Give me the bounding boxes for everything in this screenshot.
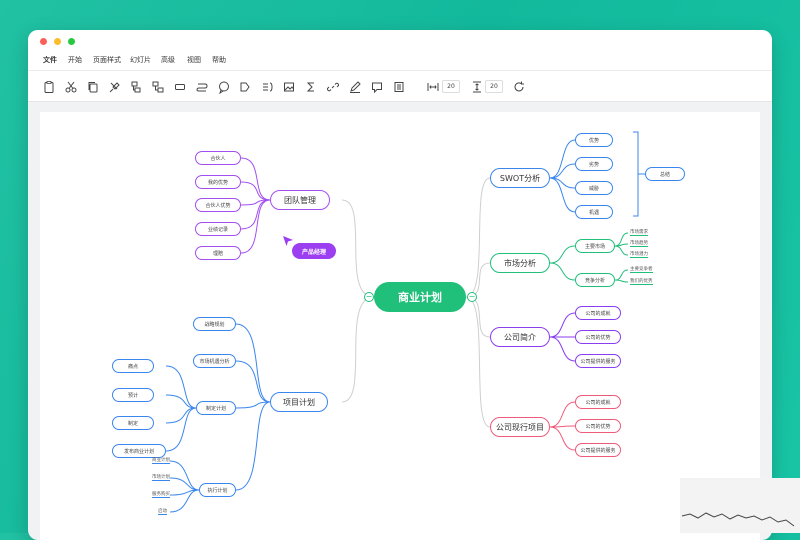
branch-project-plan[interactable]: 项目计划 xyxy=(270,392,328,412)
collapse-right-button[interactable]: − xyxy=(467,292,477,302)
image-icon[interactable] xyxy=(282,79,296,93)
clipboard-icon[interactable] xyxy=(42,79,56,93)
project-item-make-plan[interactable]: 制定计划 xyxy=(196,401,236,415)
team-item-my-advantages[interactable]: 我的优势 xyxy=(195,175,241,189)
collapse-left-button[interactable]: − xyxy=(364,292,374,302)
branch-market-analysis[interactable]: 市场分析 xyxy=(490,253,550,273)
swot-item-weaknesses[interactable]: 劣势 xyxy=(575,157,613,171)
menu-start[interactable]: 开始 xyxy=(68,56,82,64)
project-item-market-analysis[interactable]: 市场机遇分析 xyxy=(193,354,236,368)
exec-item-service-purchase[interactable]: 服务购买 xyxy=(152,492,170,498)
mindmap-canvas[interactable]: 商业计划 − − 团队管理 合伙人 我的优势 合伙人优势 业绩记录 理赔 产品经… xyxy=(40,112,760,540)
plan-item-define[interactable]: 制定 xyxy=(112,416,154,430)
team-item-claims[interactable]: 理赔 xyxy=(195,246,241,260)
swot-summary[interactable]: 总结 xyxy=(645,167,685,181)
subtopic-icon[interactable] xyxy=(129,79,143,93)
link-icon[interactable] xyxy=(326,79,340,93)
menu-page-style[interactable]: 页面样式 xyxy=(93,56,121,64)
exec-item-business-plan[interactable]: 商业计划 xyxy=(152,458,170,464)
maximize-window-button[interactable] xyxy=(68,38,75,45)
market-item-competition[interactable]: 竞争分析 xyxy=(575,273,615,287)
intro-item-services[interactable]: 公司提供的服务 xyxy=(575,354,621,368)
menu-advanced[interactable]: 高级 xyxy=(161,56,175,64)
competition-our-advantages[interactable]: 我们的优势 xyxy=(630,279,653,285)
branch-current-projects[interactable]: 公司现行项目 xyxy=(490,417,550,437)
main-market-trend[interactable]: 市场趋势 xyxy=(630,241,648,247)
exec-item-market-plan[interactable]: 市场计划 xyxy=(152,475,170,481)
refresh-icon[interactable] xyxy=(512,79,526,93)
swot-item-strengths[interactable]: 优势 xyxy=(575,133,613,147)
horizontal-spacing-input[interactable]: 20 xyxy=(442,80,460,93)
branch-swot[interactable]: SWOT分析 xyxy=(490,168,550,188)
menu-view[interactable]: 视图 xyxy=(187,56,201,64)
competition-main-competitors[interactable]: 主要竞争者 xyxy=(630,267,653,273)
toolbar: 20 20 xyxy=(28,71,772,102)
intro-item-achievements[interactable]: 公司的成就 xyxy=(575,306,621,320)
subtopic-alt-icon[interactable] xyxy=(151,79,165,93)
team-item-partners[interactable]: 合伙人 xyxy=(195,151,241,165)
menu-help[interactable]: 帮助 xyxy=(212,56,226,64)
pen-icon[interactable] xyxy=(348,79,362,93)
current-item-services[interactable]: 公司提供的服务 xyxy=(575,443,621,457)
menu-file[interactable]: 文件 xyxy=(43,56,57,64)
market-item-main-market[interactable]: 主要市场 xyxy=(575,239,615,253)
main-market-potential[interactable]: 市场潜力 xyxy=(630,252,648,258)
callout-icon[interactable] xyxy=(217,79,231,95)
intro-item-advantages[interactable]: 公司的优势 xyxy=(575,330,621,344)
menu-bar: 文件 开始 页面样式 幻灯片 高级 视图 帮助 xyxy=(28,50,772,71)
minimize-window-button[interactable] xyxy=(54,38,61,45)
relation-icon[interactable] xyxy=(195,79,209,93)
branch-team-management[interactable]: 团队管理 xyxy=(270,190,330,210)
app-window: 文件 开始 页面样式 幻灯片 高级 视图 帮助 20 20 xyxy=(28,30,772,540)
vertical-spacing-icon xyxy=(470,79,484,93)
formula-icon[interactable] xyxy=(304,79,318,93)
preview-thumbnail xyxy=(680,478,800,533)
cursor-pointer-icon xyxy=(282,232,294,246)
connector-lines xyxy=(165,131,645,513)
summary-icon[interactable] xyxy=(260,79,274,93)
copy-icon[interactable] xyxy=(86,79,100,93)
team-item-partner-advantages[interactable]: 合伙人优势 xyxy=(195,198,241,212)
box-icon[interactable] xyxy=(173,79,187,93)
menu-slides[interactable]: 幻灯片 xyxy=(130,56,151,64)
current-item-advantages[interactable]: 公司的优势 xyxy=(575,419,621,433)
vertical-spacing-input[interactable]: 20 xyxy=(485,80,503,93)
close-window-button[interactable] xyxy=(40,38,47,45)
swot-item-opportunities[interactable]: 机遇 xyxy=(575,205,613,219)
team-item-performance[interactable]: 业绩记录 xyxy=(195,222,241,236)
project-item-strategy[interactable]: 战略规划 xyxy=(193,317,236,331)
format-painter-icon[interactable] xyxy=(108,79,122,93)
comment-icon[interactable] xyxy=(370,79,384,94)
title-bar xyxy=(28,30,772,50)
central-topic[interactable]: 商业计划 xyxy=(374,282,466,312)
swot-item-threats[interactable]: 威胁 xyxy=(575,181,613,195)
plan-item-estimate[interactable]: 预计 xyxy=(112,388,154,402)
horizontal-spacing-icon xyxy=(426,79,440,93)
plan-item-publish[interactable]: 发布商业计划 xyxy=(112,444,166,458)
current-item-achievements[interactable]: 公司的成就 xyxy=(575,395,621,409)
outline-icon[interactable] xyxy=(392,79,406,93)
exec-item-launch[interactable]: 启动 xyxy=(158,509,167,515)
main-market-demand[interactable]: 市场需求 xyxy=(630,230,648,236)
branch-company-intro[interactable]: 公司简介 xyxy=(490,327,550,347)
project-item-execute-plan[interactable]: 执行计划 xyxy=(199,483,236,497)
scissors-icon[interactable] xyxy=(64,79,78,93)
label-icon[interactable] xyxy=(238,79,252,93)
plan-item-pain-points[interactable]: 痛点 xyxy=(112,359,154,373)
collaborator-badge: 产品经理 xyxy=(292,243,336,259)
thumbnail-sketch xyxy=(681,512,795,527)
